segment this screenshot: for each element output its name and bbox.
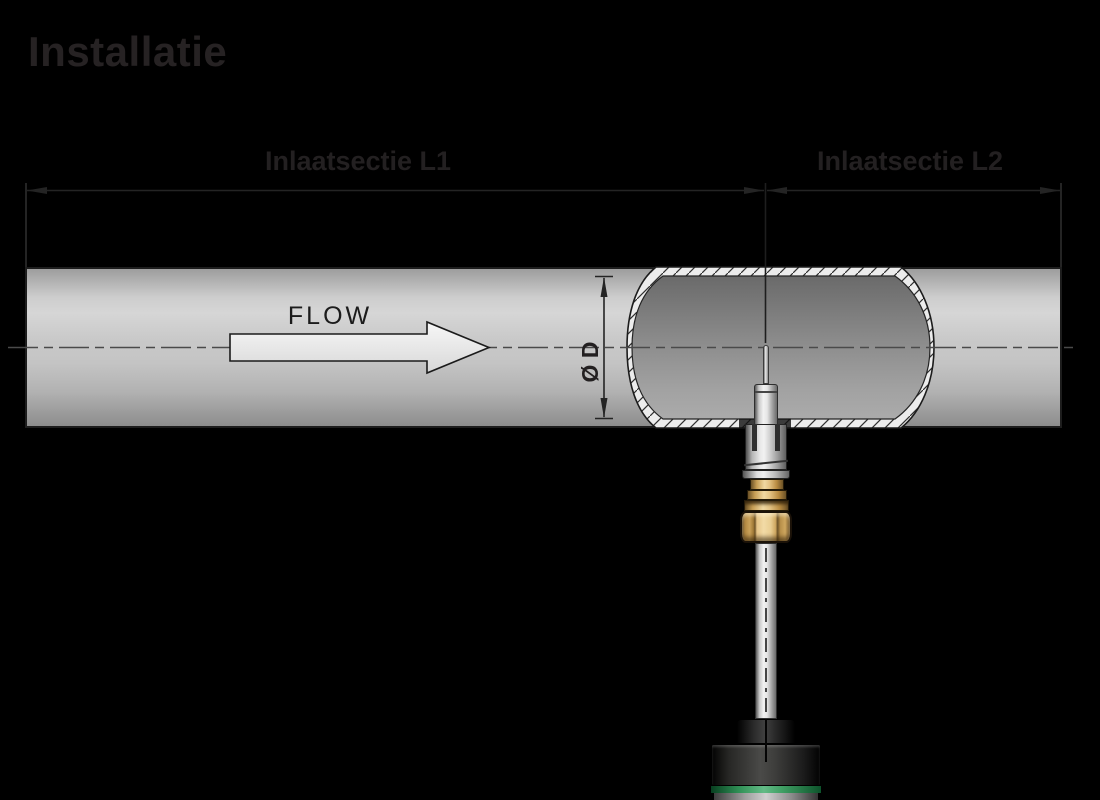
collar-slot-left <box>752 424 757 451</box>
brass-ring-3 <box>744 500 789 511</box>
dimension-label-l1: Inlaatsectie L1 <box>264 146 452 176</box>
dimension-label-l2: Inlaatsectie L2 <box>816 146 1004 176</box>
dimension-line-l2 <box>767 187 1060 194</box>
probe-shaft-centerline <box>765 548 767 714</box>
sensor-neck-centerline <box>765 719 767 762</box>
probe-needle <box>763 345 769 384</box>
fitting-bevel-cap <box>742 470 790 479</box>
collar-slot-right <box>775 424 780 451</box>
sensor-ring-green <box>711 786 821 793</box>
probe-shaft-seam <box>755 391 777 393</box>
flow-label: FLOW <box>287 302 373 330</box>
dimension-line-l1 <box>27 187 764 194</box>
page-title: Installatie <box>28 28 228 75</box>
brass-ring-2 <box>747 490 787 500</box>
brass-hex-nut <box>740 511 792 543</box>
diameter-dimension <box>595 275 613 420</box>
sensor-base <box>714 793 818 800</box>
brass-ring-1 <box>750 479 784 490</box>
diameter-label: Ø D <box>577 341 603 383</box>
flow-arrow <box>229 320 492 375</box>
